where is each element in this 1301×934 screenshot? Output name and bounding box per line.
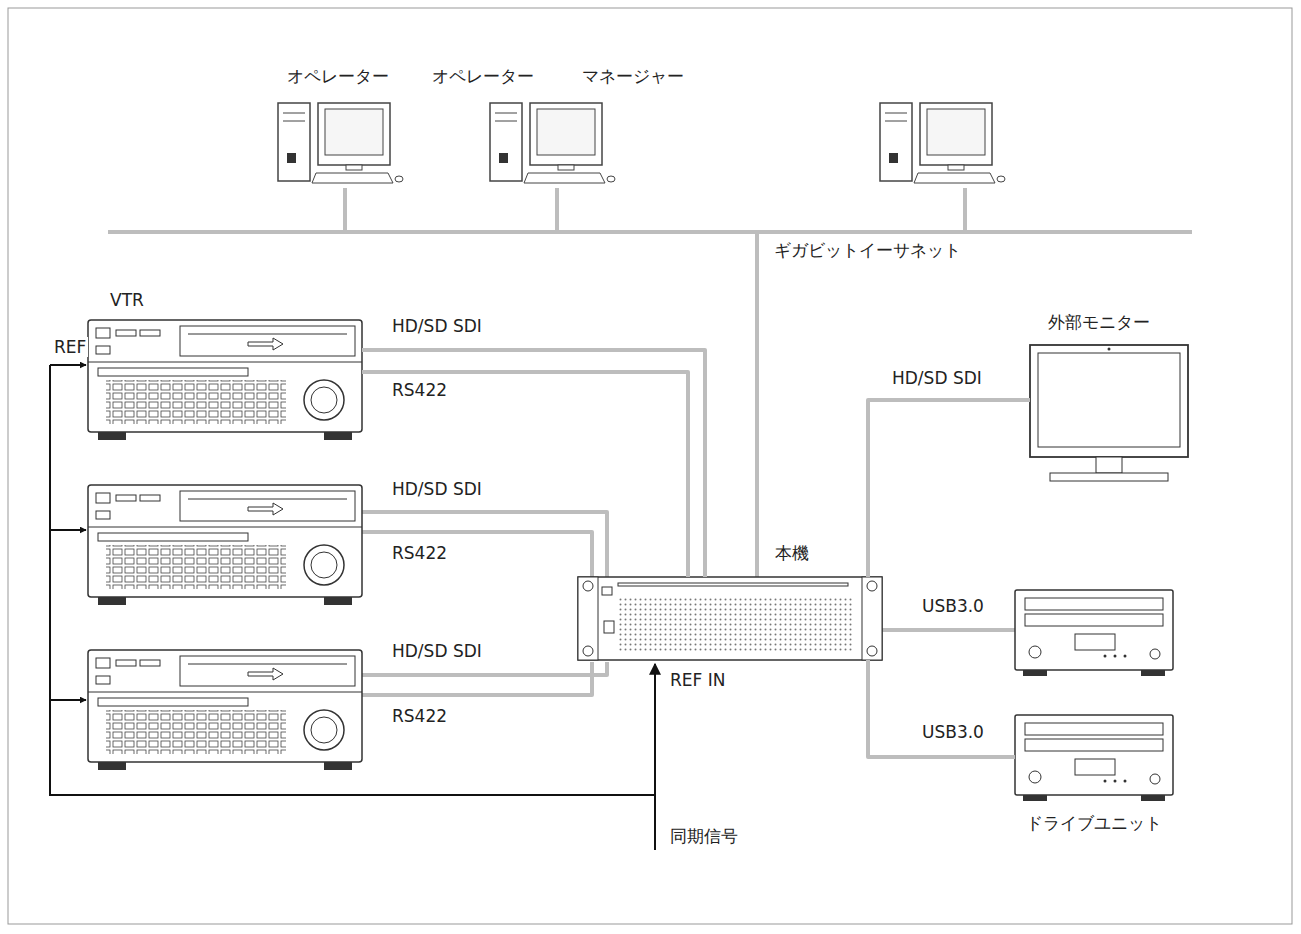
monitor	[1030, 345, 1188, 481]
signal-label: ギガビットイーサネット	[772, 240, 963, 260]
signal-label: REF	[52, 337, 88, 357]
cable	[362, 350, 705, 577]
drive-unit	[1015, 590, 1173, 676]
vtr-node: VTR	[88, 320, 362, 440]
computer	[880, 103, 1005, 183]
signal-label: REF IN	[668, 670, 727, 690]
device-label: 本機	[775, 543, 809, 563]
main-unit-node: 本機	[578, 577, 882, 660]
drive-unit	[1015, 715, 1173, 801]
signal-label: 同期信号	[668, 826, 740, 846]
signal-label: USB3.0	[920, 596, 986, 616]
cable-label: USB3.0	[920, 722, 986, 742]
device-label: 外部モニター	[1048, 312, 1150, 332]
cable	[868, 660, 1015, 757]
signal-label: HD/SD SDI	[390, 641, 484, 661]
cable	[868, 400, 1030, 577]
vtr-deck	[88, 320, 362, 440]
drive-unit-node: ドライブユニット	[1015, 715, 1173, 802]
signal-label: マネージャー	[580, 66, 686, 86]
frame	[8, 8, 1292, 924]
ref-line	[50, 365, 655, 850]
vtr-deck	[88, 485, 362, 605]
computer	[278, 103, 403, 183]
cable-label: HD/SD SDI	[890, 368, 984, 388]
cable-label: RS422	[390, 380, 449, 400]
main-unit	[578, 577, 882, 660]
monitor-node: 外部モニター	[1030, 345, 1188, 483]
signal-label: オペレーター	[430, 66, 536, 86]
device-label: VTR	[110, 290, 144, 310]
computer	[490, 103, 615, 183]
signal-label: オペレーター	[285, 66, 391, 86]
cable	[362, 372, 688, 577]
signal-label: HD/SD SDI	[390, 479, 484, 499]
signal-label: RS422	[390, 543, 449, 563]
signal-label: RS422	[390, 706, 449, 726]
cable-label: HD/SD SDI	[390, 316, 484, 336]
device-label: ドライブユニット	[1026, 813, 1162, 833]
vtr-deck	[88, 650, 362, 770]
